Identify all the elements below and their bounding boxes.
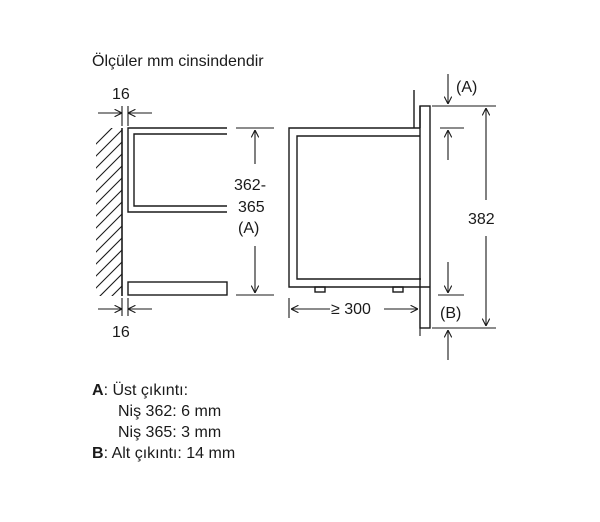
legend-a-text: : Üst çıkıntı: <box>103 382 189 399</box>
legend-a: A: Üst çıkıntı: <box>92 380 235 401</box>
marker-bottom-protrusion <box>438 262 464 360</box>
appliance-body <box>288 90 431 329</box>
dim-gap-top <box>98 106 152 126</box>
marker-bottom-label: (B) <box>440 305 461 322</box>
legend-b: B: Alt çıkıntı: 14 mm <box>92 443 235 464</box>
dim-niche-height-line2: 365 <box>238 199 265 216</box>
diagram-title: Ölçüler mm cinsindendir <box>92 52 264 70</box>
legend: A: Üst çıkıntı: Niş 362: 6 mm Niş 365: 3… <box>92 380 235 464</box>
niche-top-shelf <box>127 127 227 213</box>
dim-gap-bottom-label: 16 <box>112 324 130 341</box>
legend-a-line2: Niş 362: 6 mm <box>118 403 222 420</box>
dim-niche-height-line3: (A) <box>238 220 259 237</box>
niche-bottom-shelf <box>127 281 228 296</box>
dim-depth-label: ≥ 300 <box>331 301 371 318</box>
legend-a-key: A <box>92 382 104 399</box>
dim-front-height-label: 382 <box>468 211 495 228</box>
legend-a-line3: Niş 365: 3 mm <box>118 424 222 441</box>
marker-top-protrusion <box>440 74 464 160</box>
dim-gap-bottom <box>98 298 152 316</box>
legend-b-text: : Alt çıkıntı: 14 mm <box>103 445 236 462</box>
dim-front-height <box>432 105 496 329</box>
wall-hatch <box>96 128 122 296</box>
dim-gap-top-label: 16 <box>112 86 130 103</box>
dim-niche-height-line1: 362- <box>234 177 266 194</box>
marker-top-label: (A) <box>456 79 477 96</box>
legend-b-key: B <box>92 445 104 462</box>
dim-niche-height <box>236 127 274 296</box>
dim-depth <box>288 290 421 336</box>
